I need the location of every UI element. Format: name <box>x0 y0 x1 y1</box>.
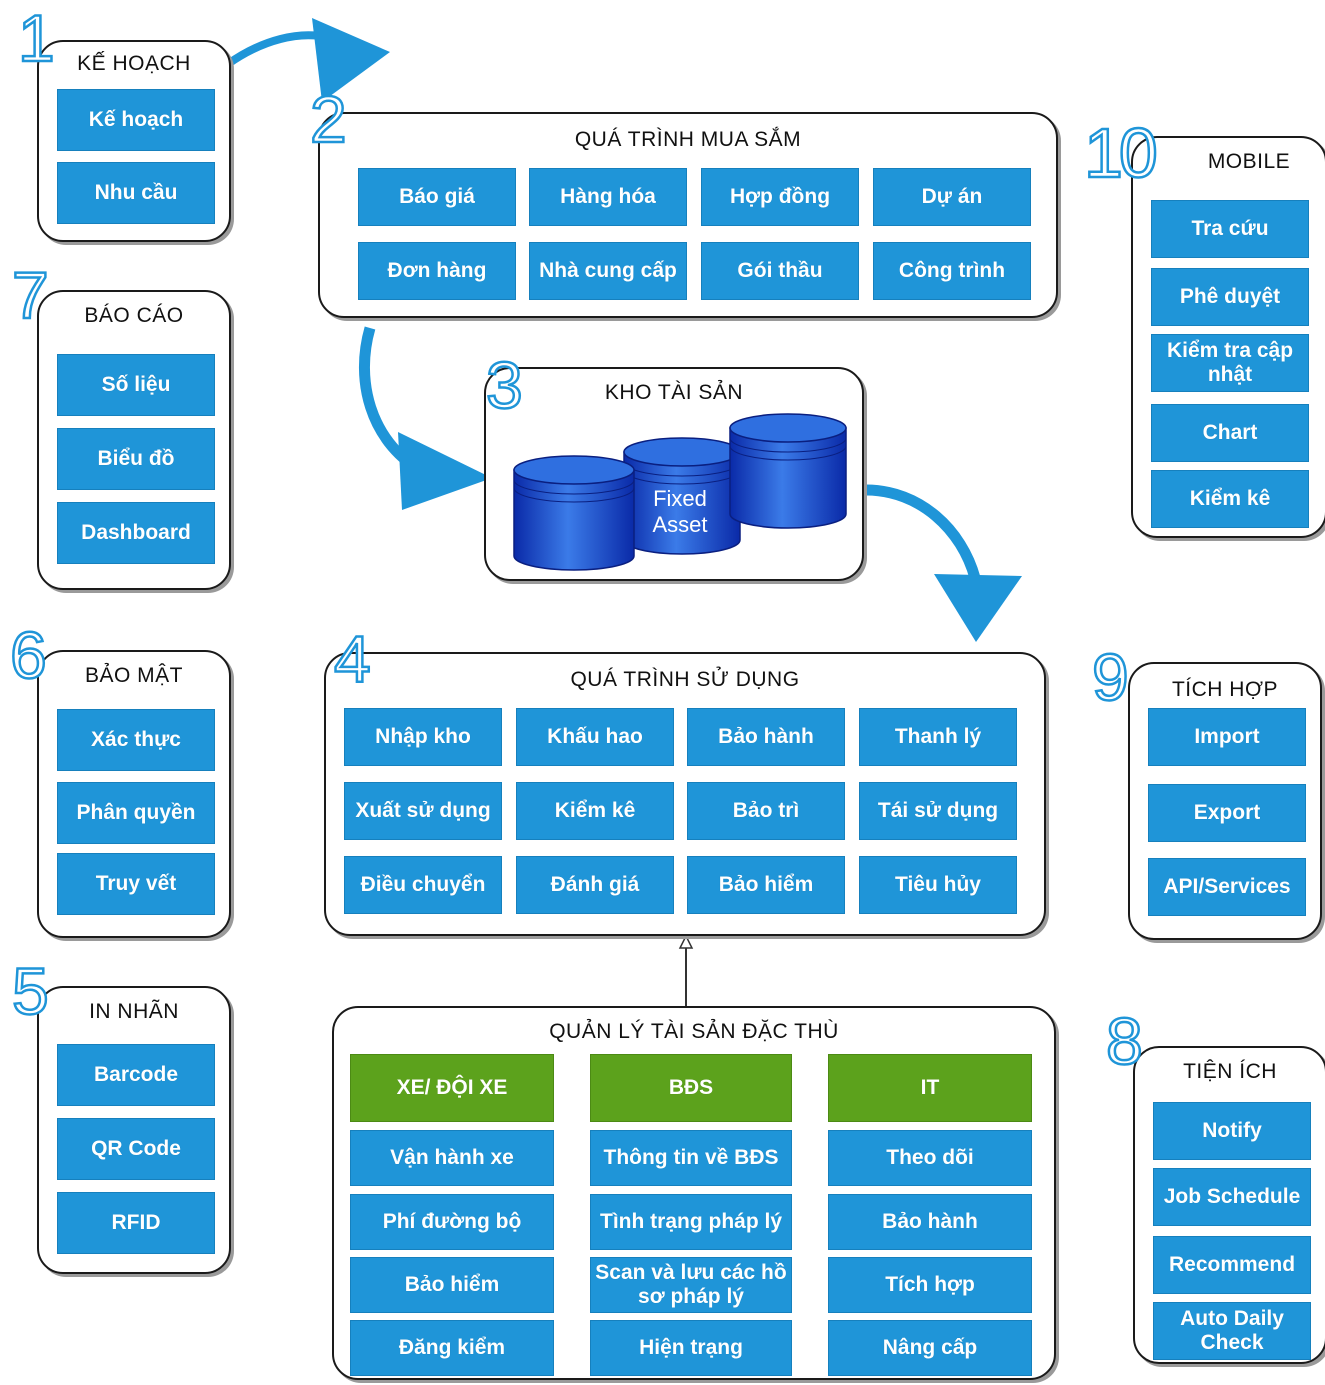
panel-title: TIỆN ÍCH <box>1183 1060 1277 1083</box>
danh-gia-button[interactable]: Đánh giá <box>516 856 674 914</box>
panel-title: BÁO CÁO <box>84 304 184 327</box>
bao-gia-button[interactable]: Báo giá <box>358 168 516 226</box>
step-number-4: 4 <box>333 622 372 696</box>
step-number-8: 8 <box>1105 1004 1144 1078</box>
chart-button[interactable]: Chart <box>1151 404 1309 462</box>
step-number-9: 9 <box>1091 640 1130 714</box>
panel-title: MOBILE <box>1207 150 1291 173</box>
panel-su-dung: QUÁ TRÌNH SỬ DỤNG Nhập kho Khấu hao Bảo … <box>324 652 1046 936</box>
phan-quyen-button[interactable]: Phân quyền <box>57 782 215 844</box>
step-number-3: 3 <box>485 348 524 422</box>
export-button[interactable]: Export <box>1148 784 1306 842</box>
step-number-7: 7 <box>11 258 50 332</box>
bds-header[interactable]: BĐS <box>590 1054 792 1122</box>
bao-hanh-button[interactable]: Bảo hành <box>687 708 845 766</box>
bao-hiem-button[interactable]: Bảo hiểm <box>687 856 845 914</box>
arrow-special-to-usage <box>678 934 694 1008</box>
xac-thuc-button[interactable]: Xác thực <box>57 709 215 771</box>
hien-trang-button[interactable]: Hiện trạng <box>590 1320 792 1376</box>
panel-bao-mat: BẢO MẬT Xác thực Phân quyền Truy vết <box>37 650 231 938</box>
thong-tin-bds-button[interactable]: Thông tin về BĐS <box>590 1130 792 1186</box>
import-button[interactable]: Import <box>1148 708 1306 766</box>
bao-tri-button[interactable]: Bảo trì <box>687 782 845 840</box>
kiem-tra-cap-nhat-button[interactable]: Kiểm tra cập nhật <box>1151 334 1309 392</box>
bao-hiem-xe-button[interactable]: Bảo hiểm <box>350 1257 554 1313</box>
panel-ke-hoach: KẾ HOẠCH Kế hoạch Nhu cầu <box>37 40 231 242</box>
panel-bao-cao: BÁO CÁO Số liệu Biểu đồ Dashboard <box>37 290 231 590</box>
notify-button[interactable]: Notify <box>1153 1102 1311 1160</box>
khau-hao-button[interactable]: Khấu hao <box>516 708 674 766</box>
step-number-2: 2 <box>309 82 348 156</box>
panel-tich-hop: TÍCH HỢP Import Export API/Services <box>1128 662 1322 940</box>
step-number-1: 1 <box>17 1 56 75</box>
db-label-line1: Fixed <box>653 486 707 511</box>
ke-hoach-button[interactable]: Kế hoạch <box>57 89 215 151</box>
dashboard-button[interactable]: Dashboard <box>57 502 215 564</box>
nang-cap-button[interactable]: Nâng cấp <box>828 1320 1032 1376</box>
hop-dong-button[interactable]: Hợp đồng <box>701 168 859 226</box>
panel-tien-ich: TIỆN ÍCH Notify Job Schedule Recommend A… <box>1133 1046 1325 1364</box>
database-label: Fixed Asset <box>640 486 720 539</box>
panel-title: QUẢN LÝ TÀI SẢN ĐẶC THÙ <box>549 1020 839 1043</box>
panel-title: KHO TÀI SẢN <box>604 381 744 404</box>
tinh-trang-phap-ly-button[interactable]: Tình trạng pháp lý <box>590 1194 792 1250</box>
auto-daily-check-button[interactable]: Auto Daily Check <box>1153 1302 1311 1360</box>
barcode-button[interactable]: Barcode <box>57 1044 215 1106</box>
panel-title: BẢO MẬT <box>84 664 183 687</box>
tai-su-dung-button[interactable]: Tái sử dụng <box>859 782 1017 840</box>
goi-thau-button[interactable]: Gói thầu <box>701 242 859 300</box>
dang-kiem-button[interactable]: Đăng kiểm <box>350 1320 554 1376</box>
so-lieu-button[interactable]: Số liệu <box>57 354 215 416</box>
van-hanh-xe-button[interactable]: Vận hành xe <box>350 1130 554 1186</box>
cong-trinh-button[interactable]: Công trình <box>873 242 1031 300</box>
truy-vet-button[interactable]: Truy vết <box>57 853 215 915</box>
panel-dac-thu: QUẢN LÝ TÀI SẢN ĐẶC THÙ XE/ ĐỘI XE Vận h… <box>332 1006 1056 1380</box>
nha-cung-cap-button[interactable]: Nhà cung cấp <box>529 242 687 300</box>
dieu-chuyen-button[interactable]: Điều chuyển <box>344 856 502 914</box>
bao-hanh-it-button[interactable]: Bảo hành <box>828 1194 1032 1250</box>
panel-mua-sam: QUÁ TRÌNH MUA SẮM Báo giá Hàng hóa Hợp đ… <box>318 112 1058 318</box>
panel-title: IN NHÃN <box>89 1000 179 1023</box>
kiem-ke-mobile-button[interactable]: Kiểm kê <box>1151 470 1309 528</box>
tra-cuu-button[interactable]: Tra cứu <box>1151 200 1309 258</box>
scan-ho-so-button[interactable]: Scan và lưu các hồ sơ pháp lý <box>590 1257 792 1313</box>
rfid-button[interactable]: RFID <box>57 1192 215 1254</box>
qr-code-button[interactable]: QR Code <box>57 1118 215 1180</box>
arrow-plan-to-purchase <box>225 18 390 102</box>
phe-duyet-button[interactable]: Phê duyệt <box>1151 268 1309 326</box>
arrow-warehouse-to-usage <box>865 484 1022 642</box>
panel-kho-tai-san: KHO TÀI SẢN <box>484 367 864 581</box>
don-hang-button[interactable]: Đơn hàng <box>358 242 516 300</box>
job-schedule-button[interactable]: Job Schedule <box>1153 1168 1311 1226</box>
api-services-button[interactable]: API/Services <box>1148 858 1306 916</box>
nhap-kho-button[interactable]: Nhập kho <box>344 708 502 766</box>
panel-mobile: MOBILE Tra cứu Phê duyệt Kiểm tra cập nh… <box>1131 136 1325 538</box>
step-number-5: 5 <box>11 954 50 1028</box>
xe-doi-xe-header[interactable]: XE/ ĐỘI XE <box>350 1054 554 1122</box>
hang-hoa-button[interactable]: Hàng hóa <box>529 168 687 226</box>
panel-title: QUÁ TRÌNH SỬ DỤNG <box>570 668 800 691</box>
panel-title: KẾ HOẠCH <box>77 52 191 75</box>
panel-title: QUÁ TRÌNH MUA SẮM <box>574 128 802 151</box>
step-number-10: 10 <box>1083 114 1159 192</box>
it-header[interactable]: IT <box>828 1054 1032 1122</box>
du-an-button[interactable]: Dự án <box>873 168 1031 226</box>
kiem-ke-button[interactable]: Kiểm kê <box>516 782 674 840</box>
step-number-6: 6 <box>9 618 48 692</box>
db-label-line2: Asset <box>652 512 708 538</box>
nhu-cau-button[interactable]: Nhu cầu <box>57 162 215 224</box>
tieu-huy-button[interactable]: Tiêu hủy <box>859 856 1017 914</box>
arrow-purchase-to-warehouse <box>359 326 492 510</box>
xuat-su-dung-button[interactable]: Xuất sử dụng <box>344 782 502 840</box>
panel-in-nhan: IN NHÃN Barcode QR Code RFID <box>37 986 231 1274</box>
tich-hop-it-button[interactable]: Tích hợp <box>828 1257 1032 1313</box>
theo-doi-button[interactable]: Theo dõi <box>828 1130 1032 1186</box>
recommend-button[interactable]: Recommend <box>1153 1236 1311 1294</box>
panel-title: TÍCH HỢP <box>1171 678 1278 701</box>
phi-duong-bo-button[interactable]: Phí đường bộ <box>350 1194 554 1250</box>
thanh-ly-button[interactable]: Thanh lý <box>859 708 1017 766</box>
bieu-do-button[interactable]: Biểu đồ <box>57 428 215 490</box>
